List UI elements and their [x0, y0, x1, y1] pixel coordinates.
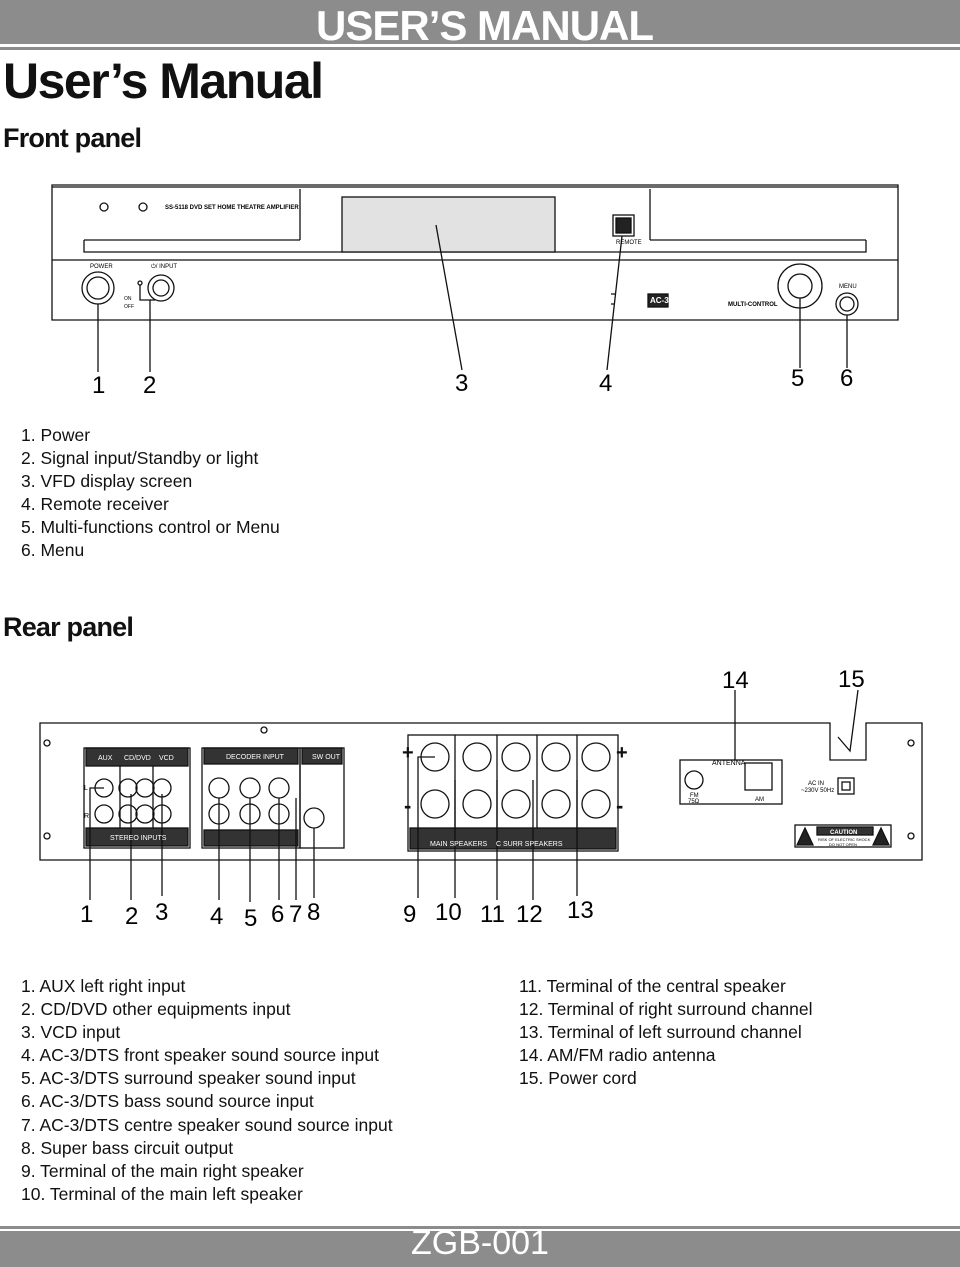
front-panel-heading: Front panel — [3, 123, 142, 153]
page-title: User’s Manual — [3, 53, 324, 109]
footer-band — [0, 1226, 960, 1267]
rear-ac-in-label: AC IN — [808, 781, 824, 787]
rear-callout-5: 5 — [244, 905, 257, 932]
rear-callout-6: 6 — [271, 901, 284, 928]
rear-antenna-label: ANTENNA — [712, 760, 746, 767]
list-item: 7. AC-3/DTS centre speaker sound source … — [21, 1114, 393, 1135]
rear-caution-sub-label: RISK OF ELECTRIC SHOCK — [818, 837, 871, 842]
rear-fm-label: FM — [690, 793, 699, 799]
list-item: 1. Power — [21, 425, 91, 445]
front-callout-2: 2 — [143, 372, 156, 399]
list-item: 15. Power cord — [519, 1068, 637, 1089]
list-item: 2. CD/DVD other equipments input — [21, 999, 291, 1020]
list-item: 8. Super bass circuit output — [21, 1137, 234, 1158]
svg-text:-: - — [404, 793, 411, 818]
rear-surr-speakers-label: C SURR SPEAKERS — [496, 841, 563, 848]
rear-panel-list-right: 11. Terminal of the central speaker 12. … — [519, 975, 812, 1090]
rear-callout-11: 11 — [480, 901, 505, 928]
rear-callout-14: 14 — [722, 667, 749, 694]
front-ac3-logo: AC-3 — [650, 296, 669, 305]
rear-cddvd-label: CD/DVD — [124, 755, 151, 762]
rear-caution-label: CAUTION — [830, 830, 857, 836]
list-item: 10. Terminal of the main left speaker — [21, 1183, 303, 1204]
list-item: 6. AC-3/DTS bass sound source input — [21, 1091, 314, 1112]
list-item: 3. VFD display screen — [21, 471, 193, 492]
rear-fm-ohm-label: 75Ω — [688, 799, 700, 805]
front-callout-5: 5 — [791, 365, 804, 392]
rear-aux-label: AUX — [98, 755, 113, 762]
rear-callout-3: 3 — [155, 899, 168, 926]
rear-main-speakers-label: MAIN SPEAKERS — [430, 841, 488, 848]
svg-text:+: + — [616, 742, 628, 764]
list-item: 5. AC-3/DTS surround speaker sound input — [21, 1068, 356, 1089]
rear-callout-4: 4 — [210, 903, 223, 930]
rear-callout-10: 10 — [435, 899, 462, 926]
list-item: 12. Terminal of right surround channel — [519, 999, 813, 1020]
front-on-label: ON — [124, 296, 132, 302]
rear-vcd-label: VCD — [159, 755, 174, 762]
rear-panel-heading: Rear panel — [3, 612, 134, 642]
rear-callout-1: 1 — [80, 901, 93, 928]
rear-callout-2: 2 — [125, 903, 138, 930]
front-multi-label: MULTI-CONTROL — [728, 302, 778, 308]
rear-sw-label: SW OUT — [312, 754, 341, 761]
svg-text:-: - — [616, 793, 623, 818]
list-item: 6. Menu — [21, 540, 85, 561]
rear-l-label: L — [84, 785, 88, 792]
rear-decoder-label: DECODER INPUT — [226, 754, 285, 761]
list-item: 11. Terminal of the central speaker — [519, 976, 786, 996]
rear-callout-7: 7 — [289, 901, 302, 928]
list-item: 9. Terminal of the main right speaker — [21, 1160, 304, 1181]
rear-ac-volt-label: ~230V 50Hz — [801, 788, 834, 794]
front-callout-3: 3 — [455, 370, 468, 397]
rear-callout-12: 12 — [516, 901, 543, 928]
rear-caution-sub2-label: DO NOT OPEN — [829, 842, 857, 847]
rear-callout-13: 13 — [567, 897, 594, 924]
front-model-label: SS-5118 DVD SET HOME THEATRE AMPLIFIER — [165, 205, 299, 211]
list-item: 2. Signal input/Standby or light — [21, 448, 259, 469]
front-power-label: POWER — [90, 264, 113, 270]
list-item: 4. AC-3/DTS front speaker sound source i… — [21, 1045, 379, 1066]
list-item: 5. Multi-functions control or Menu — [21, 517, 280, 538]
rear-panel-diagram: + - + - AUX CD/DVD VCD STEREO INPUTS DEC… — [39, 666, 923, 932]
footer-model-code: ZGB-001 — [411, 1224, 549, 1262]
front-callout-1: 1 — [92, 372, 105, 399]
rear-r-label: R — [84, 813, 89, 820]
front-panel-diagram: SS-5118 DVD SET HOME THEATRE AMPLIFIER R… — [51, 184, 899, 399]
list-item: 1. AUX left right input — [21, 976, 186, 996]
header-band-title: USER’S MANUAL — [316, 2, 654, 49]
front-callout-4: 4 — [599, 370, 612, 397]
front-callout-6: 6 — [840, 365, 853, 392]
front-input-label: ⏻/ INPUT — [151, 263, 177, 270]
list-item: 4. Remote receiver — [21, 494, 169, 515]
list-item: 3. VCD input — [21, 1022, 121, 1043]
front-remote-label: REMOTE — [616, 240, 642, 246]
rear-stereo-label: STEREO INPUTS — [110, 835, 167, 842]
rear-callout-15: 15 — [838, 666, 865, 693]
svg-text:+: + — [402, 742, 414, 764]
list-item: 13. Terminal of left surround channel — [519, 1022, 802, 1043]
header-band — [0, 0, 960, 50]
rear-panel-list-left: 1. AUX left right input 2. CD/DVD other … — [21, 975, 393, 1206]
list-item: 14. AM/FM radio antenna — [519, 1045, 716, 1066]
front-menu-label: MENU — [839, 284, 857, 290]
front-panel-list: 1. Power 2. Signal input/Standby or ligh… — [21, 424, 280, 563]
front-off-label: OFF — [124, 304, 134, 310]
rear-callout-8: 8 — [307, 899, 320, 926]
rear-am-label: AM — [755, 797, 764, 803]
rear-callout-9: 9 — [403, 901, 416, 928]
